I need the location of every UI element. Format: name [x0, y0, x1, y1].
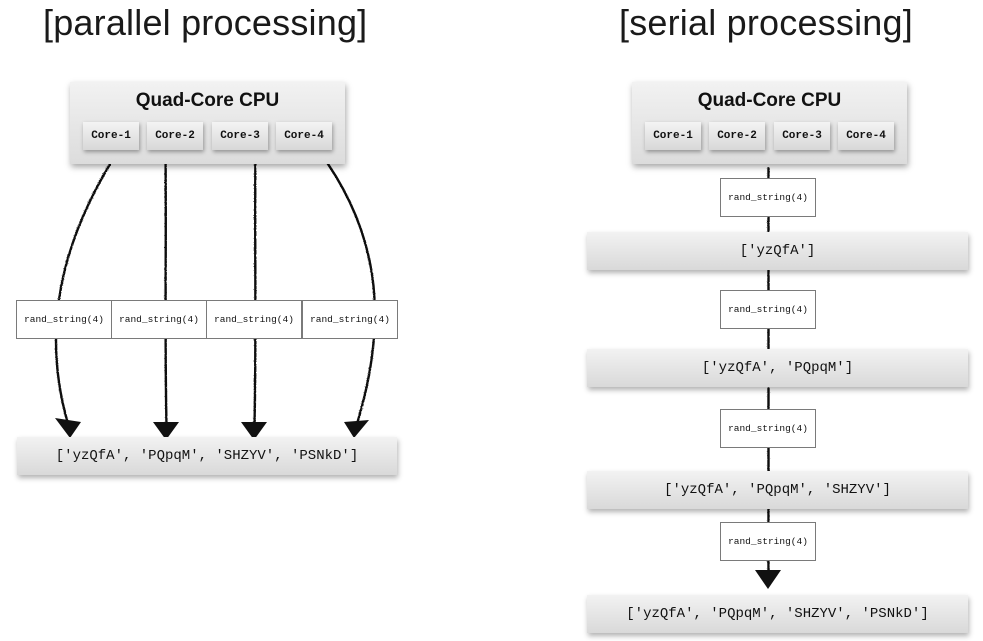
- arrow-core-3: [252, 148, 257, 427]
- arrowhead-core-1: [55, 418, 81, 438]
- arrow-core-1: [54, 148, 120, 427]
- arrowhead-serial: [755, 570, 781, 589]
- arrow-core-4: [316, 148, 376, 427]
- serial-core-2: Core-2: [709, 122, 765, 150]
- arrowhead-core-4: [344, 420, 369, 438]
- serial-task-2: rand_string(4): [720, 290, 816, 329]
- parallel-core-1: Core-1: [83, 122, 139, 150]
- parallel-cpu: Quad-Core CPU Core-1 Core-2 Core-3 Core-…: [70, 82, 345, 164]
- parallel-task-1: rand_string(4): [16, 300, 112, 339]
- parallel-task-2: rand_string(4): [111, 300, 207, 339]
- serial-cpu: Quad-Core CPU Core-1 Core-2 Core-3 Core-…: [632, 82, 907, 164]
- serial-task-1: rand_string(4): [720, 178, 816, 217]
- parallel-cpu-title: Quad-Core CPU: [135, 90, 280, 111]
- serial-result-2: ['yzQfA', 'PQpqM']: [587, 349, 968, 387]
- arrow-core-2: [163, 148, 168, 427]
- arrowhead-core-3: [241, 422, 267, 440]
- parallel-core-4: Core-4: [276, 122, 332, 150]
- parallel-core-3: Core-3: [212, 122, 268, 150]
- parallel-title: [parallel processing]: [43, 2, 368, 43]
- serial-core-4: Core-4: [838, 122, 894, 150]
- serial-cpu-title: Quad-Core CPU: [697, 90, 842, 111]
- serial-task-3: rand_string(4): [720, 409, 816, 448]
- serial-result-3: ['yzQfA', 'PQpqM', 'SHZYV']: [587, 471, 968, 509]
- arrowhead-core-2: [153, 422, 179, 440]
- parallel-core-2: Core-2: [147, 122, 203, 150]
- serial-result-1: ['yzQfA']: [587, 232, 968, 270]
- serial-result-4: ['yzQfA', 'PQpqM', 'SHZYV', 'PSNkD']: [587, 595, 968, 633]
- parallel-task-3: rand_string(4): [206, 300, 302, 339]
- serial-task-4: rand_string(4): [720, 522, 816, 561]
- parallel-result: ['yzQfA', 'PQpqM', 'SHZYV', 'PSNkD']: [17, 437, 397, 475]
- serial-core-3: Core-3: [774, 122, 830, 150]
- serial-core-1: Core-1: [645, 122, 701, 150]
- serial-title: [serial processing]: [619, 2, 913, 43]
- parallel-task-4: rand_string(4): [302, 300, 398, 339]
